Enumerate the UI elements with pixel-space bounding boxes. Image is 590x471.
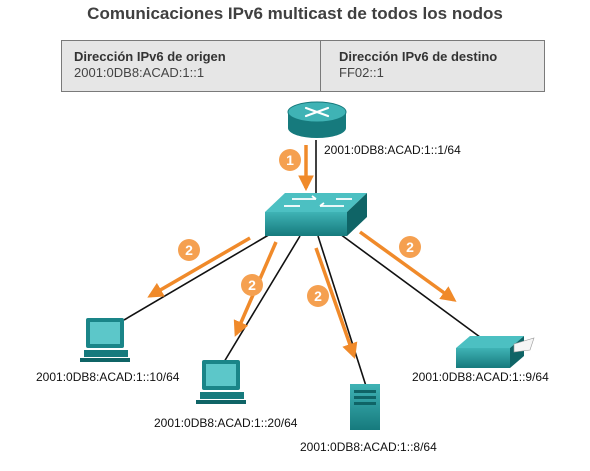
destination-address-label: Dirección IPv6 de destino: [339, 49, 498, 64]
step-badge-2-server: 2: [307, 285, 329, 307]
step-badge-2-pc1: 2: [178, 239, 200, 261]
svg-text:2: 2: [185, 242, 193, 258]
svg-text:1: 1: [286, 152, 294, 168]
step-badges: 1 2 2 2 2: [178, 149, 421, 307]
destination-address-cell: Dirección IPv6 de destino FF02::1: [321, 41, 544, 91]
server-icon: [350, 384, 380, 430]
pc1-address: 2001:0DB8:ACAD:1::10/64: [36, 370, 180, 384]
router-address: 2001:0DB8:ACAD:1::1/64: [324, 143, 461, 157]
switch-icon: [265, 193, 367, 236]
arrow-to-printer: [358, 230, 457, 302]
printer-address: 2001:0DB8:ACAD:1::9/64: [412, 370, 549, 384]
link-switch-pc1: [123, 232, 273, 321]
step-badge-2-printer: 2: [399, 236, 421, 258]
source-address-value: 2001:0DB8:ACAD:1::1: [74, 65, 205, 80]
destination-address-value: FF02::1: [339, 65, 384, 80]
server-address: 2001:0DB8:ACAD:1::8/64: [300, 440, 437, 454]
svg-text:2: 2: [314, 288, 322, 304]
diagram-title: Comunicaciones IPv6 multicast de todos l…: [87, 4, 503, 23]
step-badge-1: 1: [279, 149, 301, 171]
arrow-to-server: [314, 247, 358, 359]
source-address-label: Dirección IPv6 de origen: [74, 49, 226, 64]
pc1-icon: [80, 318, 130, 362]
arrow-to-pc1: [147, 236, 251, 298]
address-header: Dirección IPv6 de origen 2001:0DB8:ACAD:…: [61, 40, 545, 92]
step-badge-2-pc2: 2: [241, 274, 263, 296]
router-icon: [287, 101, 347, 138]
svg-text:2: 2: [248, 277, 256, 293]
link-switch-printer: [339, 233, 485, 341]
pc2-icon: [196, 360, 246, 404]
pc2-address: 2001:0DB8:ACAD:1::20/64: [154, 416, 298, 430]
link-switch-server: [317, 235, 367, 387]
network-links: [123, 140, 485, 387]
printer-icon: [456, 336, 535, 368]
link-switch-pc2: [223, 235, 301, 363]
svg-text:2: 2: [406, 239, 414, 255]
source-address-cell: Dirección IPv6 de origen 2001:0DB8:ACAD:…: [62, 41, 321, 91]
